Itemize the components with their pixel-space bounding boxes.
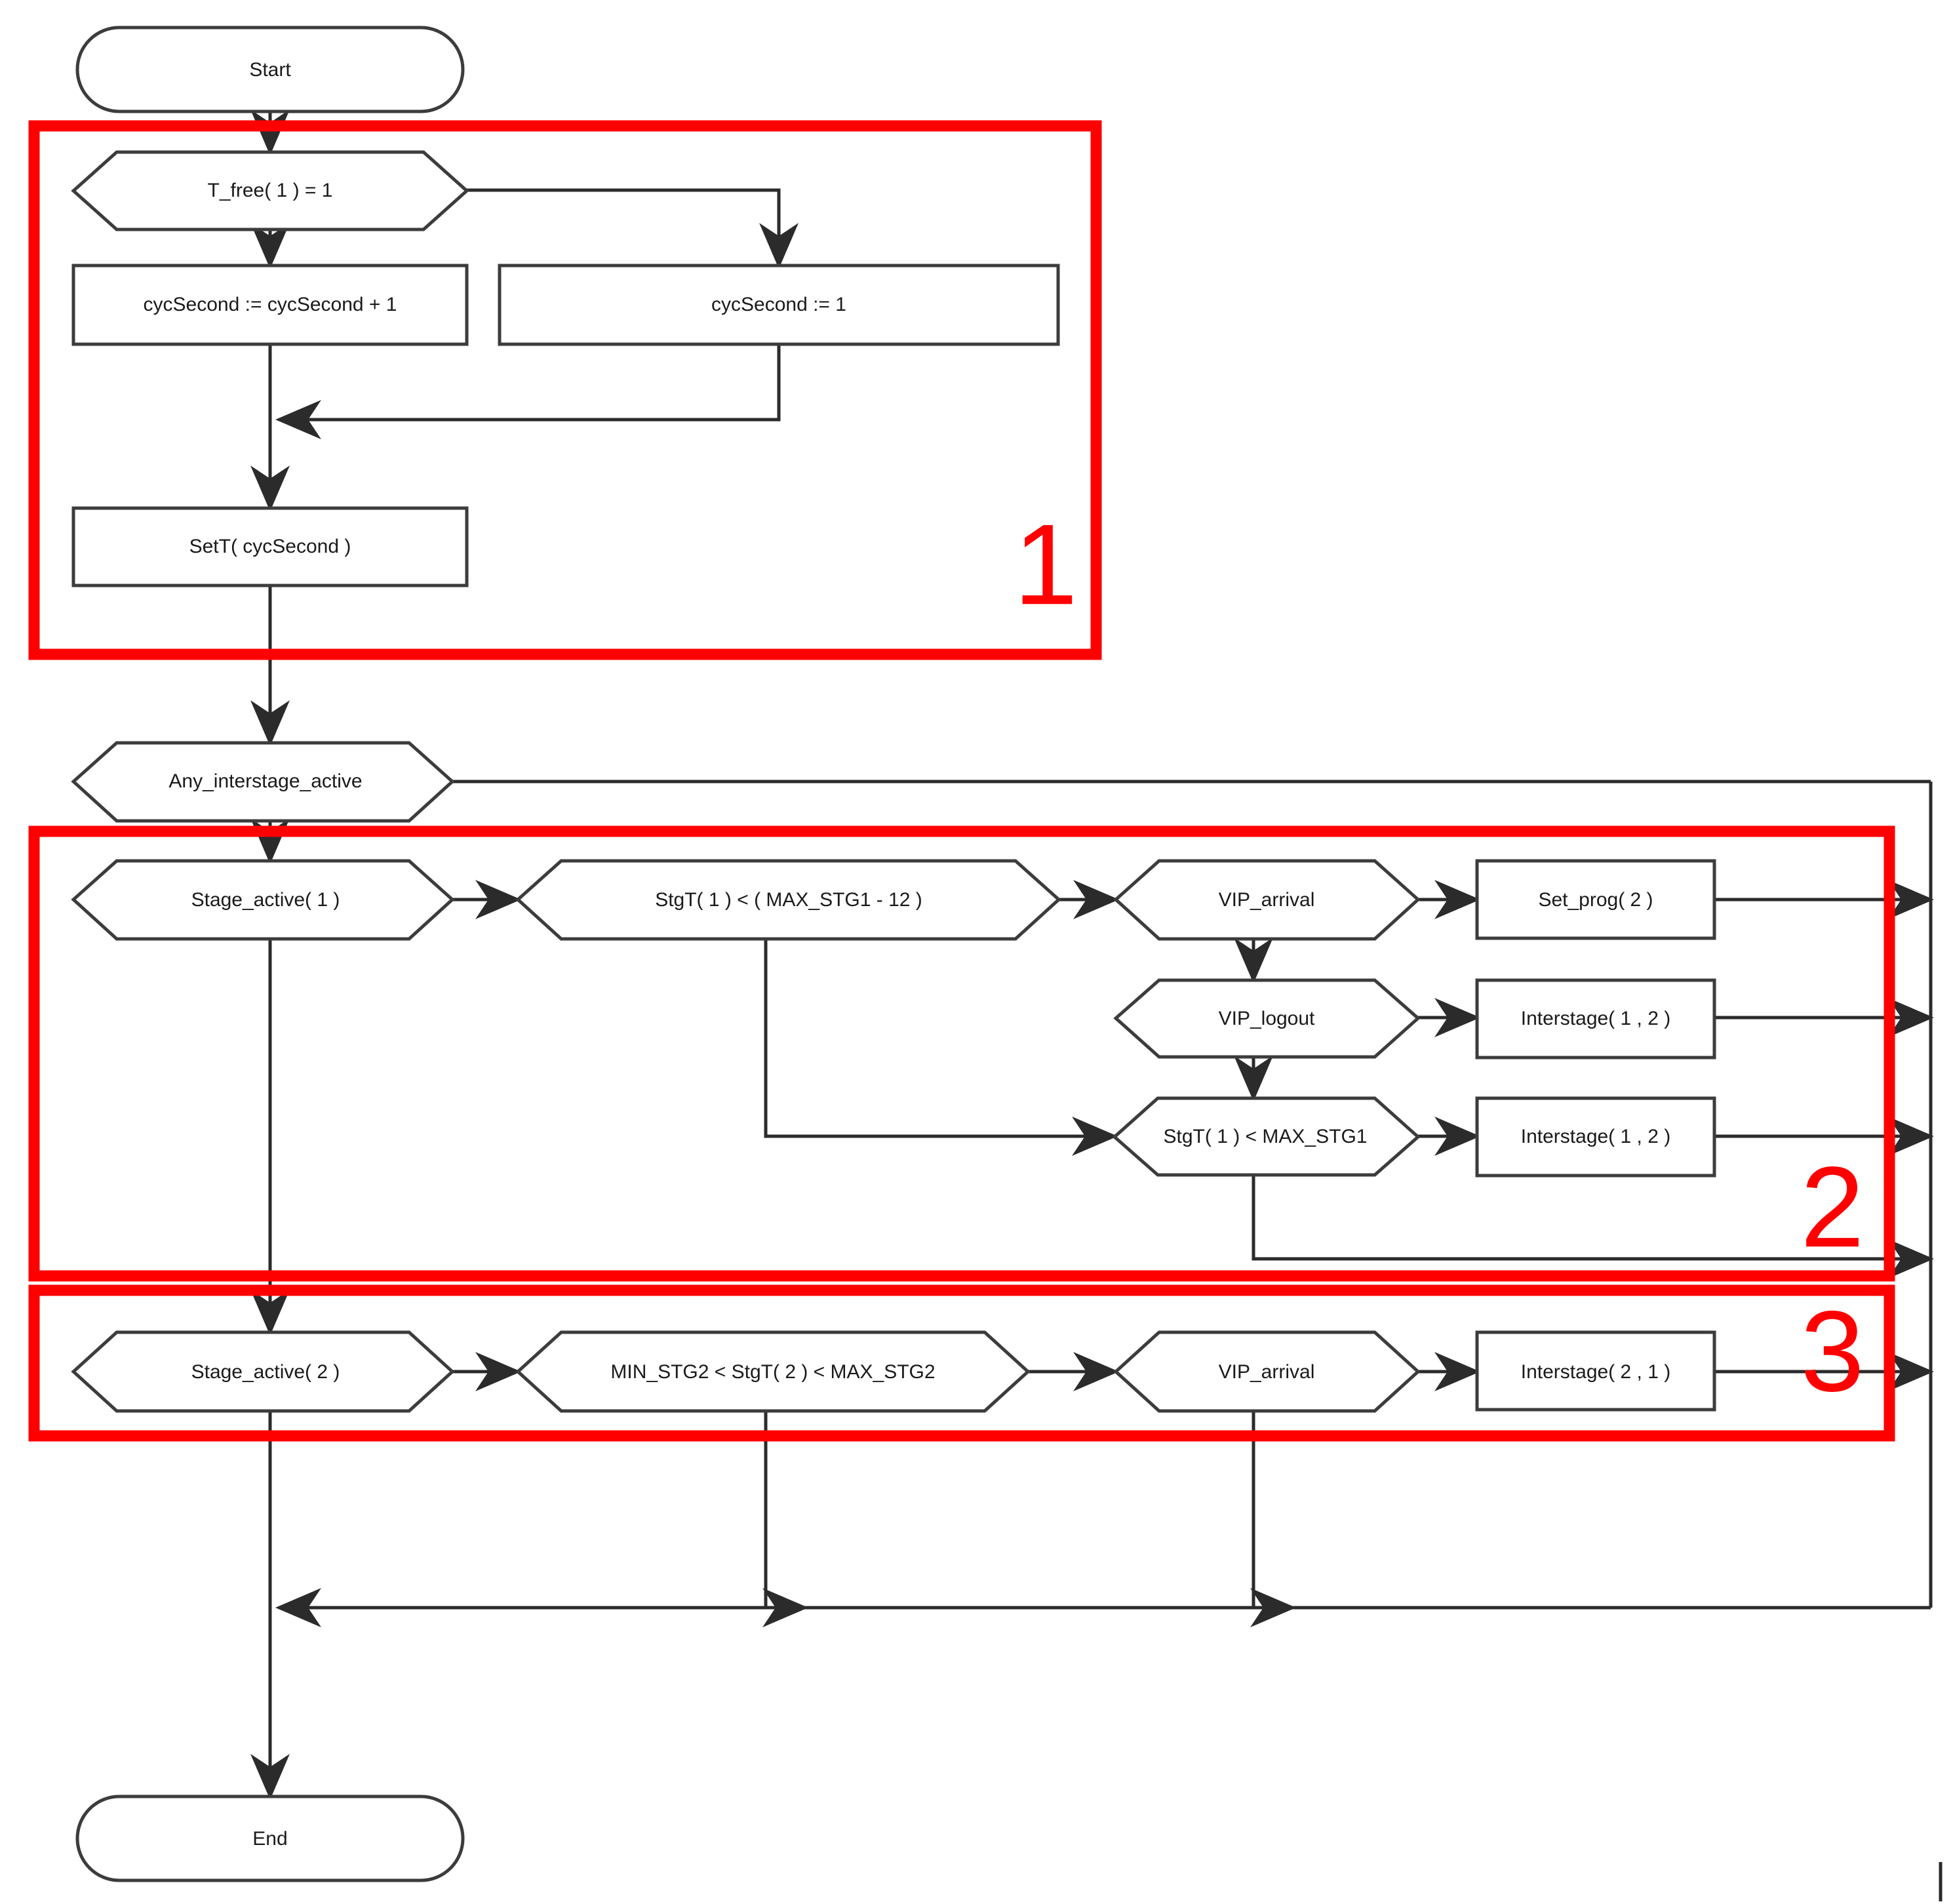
node-cyc-inc[interactable]: cycSecond := cycSecond + 1 <box>71 264 469 346</box>
node-stgt1-max[interactable]: StgT( 1 ) < MAX_STG1 <box>1112 1096 1421 1177</box>
node-start[interactable]: Start <box>75 26 465 113</box>
any-interstage-label: Any_interstage_active <box>168 770 362 792</box>
node-vip-logout[interactable]: VIP_logout <box>1113 978 1421 1059</box>
stage-active-2-decision-shape <box>71 1330 455 1413</box>
node-interstage-12-a[interactable]: Interstage( 1 , 2 ) <box>1475 978 1716 1060</box>
set-prog-2-label: Set_prog( 2 ) <box>1538 889 1653 911</box>
interstage-12-b-process-shape <box>1475 1096 1716 1178</box>
stage-active-1-decision-shape <box>71 859 455 941</box>
t-free-label: T_free( 1 ) = 1 <box>208 180 333 201</box>
cyc-set1-process-shape <box>498 264 1060 346</box>
set-t-process-shape <box>71 506 469 587</box>
node-set-t[interactable]: SetT( cycSecond ) <box>71 506 469 587</box>
start-terminator-shape <box>75 26 465 113</box>
node-stage-active-1[interactable]: Stage_active( 1 ) <box>71 859 455 941</box>
region-1-box <box>28 120 1102 660</box>
stgt1-max-decision-shape <box>1112 1096 1421 1177</box>
start-label: Start <box>249 59 291 81</box>
vip-logout-decision-shape <box>1113 978 1421 1059</box>
node-vip-arrival-2[interactable]: VIP_arrival <box>1113 1330 1421 1413</box>
region-2-label: 2 <box>1800 1143 1864 1271</box>
edge-stgt1max-down-to-bus <box>1252 1175 1934 1279</box>
vip-arrival-1-decision-shape <box>1113 859 1421 941</box>
stage-active-1-label: Stage_active( 1 ) <box>191 889 340 911</box>
edge-stgt1m12-to-stgt1max <box>764 939 1118 1156</box>
region-3-label: 3 <box>1800 1288 1864 1416</box>
interstage-21-process-shape <box>1475 1330 1716 1412</box>
end-label: End <box>252 1828 287 1850</box>
node-vip-arrival-1[interactable]: VIP_arrival <box>1113 859 1421 941</box>
vip-arrival-2-label: VIP_arrival <box>1219 1361 1315 1383</box>
cyc-inc-label: cycSecond := cycSecond + 1 <box>144 294 397 315</box>
node-cyc-set1[interactable]: cycSecond := 1 <box>498 264 1060 346</box>
edge-tfree-to-cycset1 <box>467 188 799 269</box>
any-interstage-decision-shape <box>71 741 455 823</box>
region-highlight-layer: 1 2 3 <box>28 120 1895 1442</box>
node-any-interstage-active[interactable]: Any_interstage_active <box>71 741 455 823</box>
node-end[interactable]: End <box>75 1795 465 1882</box>
cyc-set1-label: cycSecond := 1 <box>711 294 846 315</box>
node-interstage-12-b[interactable]: Interstage( 1 , 2 ) <box>1475 1096 1716 1178</box>
connector-layer <box>250 109 1943 1901</box>
vip-arrival-1-label: VIP_arrival <box>1219 889 1315 911</box>
node-set-prog-2[interactable]: Set_prog( 2 ) <box>1475 859 1716 940</box>
vip-arrival-2-decision-shape <box>1113 1330 1421 1413</box>
region-3-box <box>28 1284 1895 1442</box>
node-stage-active-2[interactable]: Stage_active( 2 ) <box>71 1330 455 1413</box>
set-prog-2-process-shape <box>1475 859 1716 940</box>
stgt1-minus12-decision-shape <box>515 859 1061 941</box>
region-2-box <box>28 825 1895 1282</box>
stgt1-minus12-label: StgT( 1 ) < ( MAX_STG1 - 12 ) <box>655 889 922 911</box>
interstage-12-a-label: Interstage( 1 , 2 ) <box>1521 1008 1670 1029</box>
stgt1-max-label: StgT( 1 ) < MAX_STG1 <box>1164 1126 1368 1147</box>
region-1-label: 1 <box>1014 501 1077 629</box>
min-stg2-label: MIN_STG2 < StgT( 2 ) < MAX_STG2 <box>610 1361 935 1383</box>
node-interstage-21[interactable]: Interstage( 2 , 1 ) <box>1475 1330 1716 1412</box>
node-stgt1-minus12[interactable]: StgT( 1 ) < ( MAX_STG1 - 12 ) <box>515 859 1061 941</box>
stage-active-2-label: Stage_active( 2 ) <box>191 1361 340 1383</box>
node-min-stg2[interactable]: MIN_STG2 < StgT( 2 ) < MAX_STG2 <box>515 1330 1031 1413</box>
edge-cycset1-merge <box>275 344 781 439</box>
interstage-21-label: Interstage( 2 , 1 ) <box>1521 1361 1670 1383</box>
node-t-free[interactable]: T_free( 1 ) = 1 <box>71 150 469 231</box>
end-terminator-shape <box>75 1795 465 1882</box>
vip-logout-label: VIP_logout <box>1219 1008 1315 1029</box>
min-stg2-decision-shape <box>515 1330 1031 1413</box>
set-t-label: SetT( cycSecond ) <box>189 536 351 557</box>
interstage-12-a-process-shape <box>1475 978 1716 1060</box>
t-free-decision-shape <box>71 150 469 231</box>
interstage-12-b-label: Interstage( 1 , 2 ) <box>1521 1126 1670 1147</box>
cyc-inc-process-shape <box>71 264 469 346</box>
